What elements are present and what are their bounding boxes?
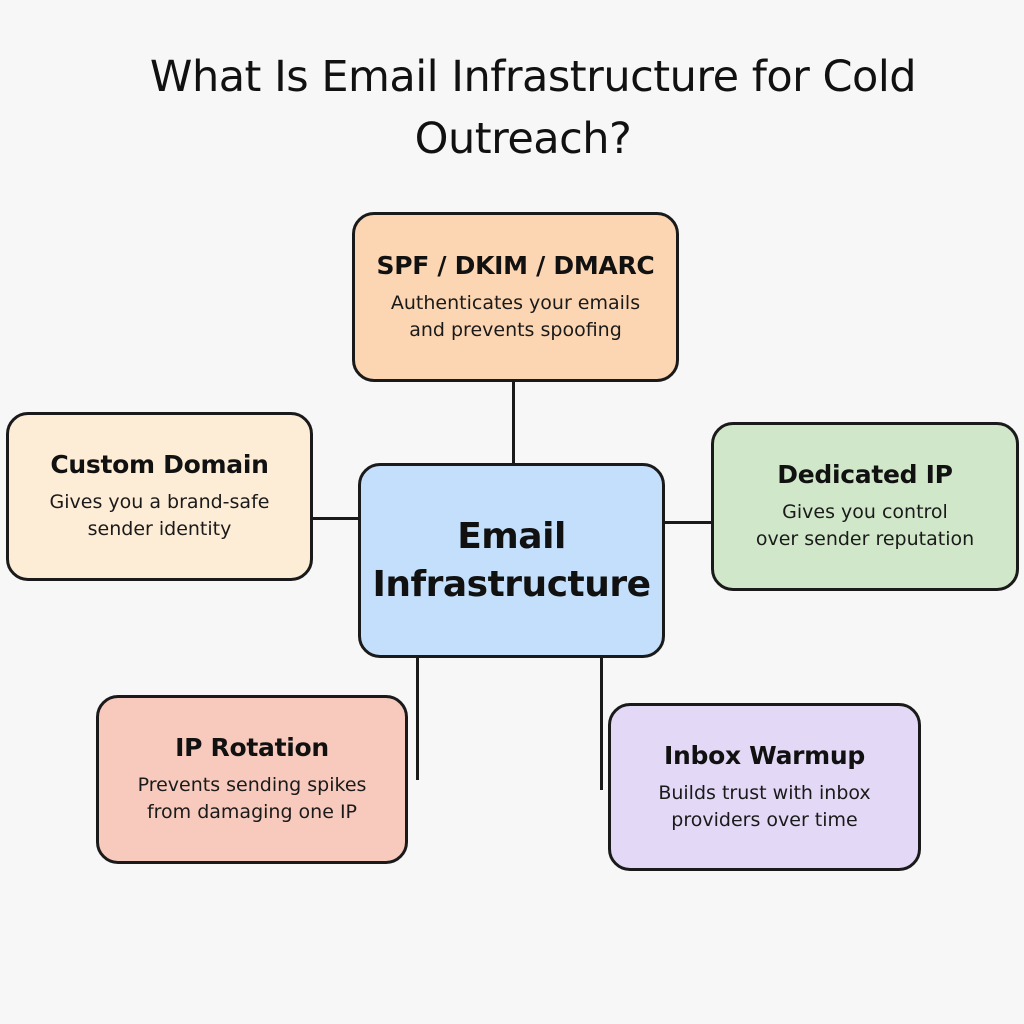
node-desc-line: sender identity (87, 518, 232, 540)
title-line-2: Outreach? (414, 114, 632, 164)
node-desc-line: Prevents sending spikes (137, 774, 367, 796)
title-line-1: What Is Email Infrastructure for Cold (149, 52, 917, 102)
center-label-line-1: Email (457, 515, 566, 557)
node-title: Custom Domain (50, 450, 269, 479)
node-dedicated-ip: Dedicated IP Gives you control over send… (711, 422, 1019, 591)
node-title: Dedicated IP (777, 460, 953, 489)
node-custom-domain: Custom Domain Gives you a brand-safe sen… (6, 412, 313, 581)
node-desc-line: from damaging one IP (146, 801, 358, 823)
node-title: SPF / DKIM / DMARC (376, 250, 655, 280)
node-desc-line: Authenticates your emails (390, 291, 641, 314)
node-desc-line: and prevents spoofing (409, 318, 622, 341)
connector-domain (310, 517, 360, 520)
connector-warmup (600, 655, 603, 790)
connector-rotation (416, 655, 419, 780)
node-desc-line: providers over time (671, 808, 858, 831)
center-label-line-2: Infrastructure (372, 563, 651, 605)
node-desc-line: Gives you a brand-safe (49, 491, 270, 513)
connector-ip (662, 521, 713, 524)
node-desc-line: Builds trust with inbox (658, 781, 871, 804)
node-inbox-warmup: Inbox Warmup Builds trust with inbox pro… (608, 703, 921, 871)
node-desc-line: Gives you control (782, 501, 948, 523)
node-title: IP Rotation (175, 733, 329, 762)
node-spf-dkim-dmarc: SPF / DKIM / DMARC Authenticates your em… (352, 212, 679, 382)
center-node-email-infrastructure: Email Infrastructure (358, 463, 665, 658)
connector-auth (512, 380, 515, 465)
node-desc-line: over sender reputation (755, 528, 975, 550)
node-title: Inbox Warmup (663, 740, 866, 770)
node-ip-rotation: IP Rotation Prevents sending spikes from… (96, 695, 408, 864)
